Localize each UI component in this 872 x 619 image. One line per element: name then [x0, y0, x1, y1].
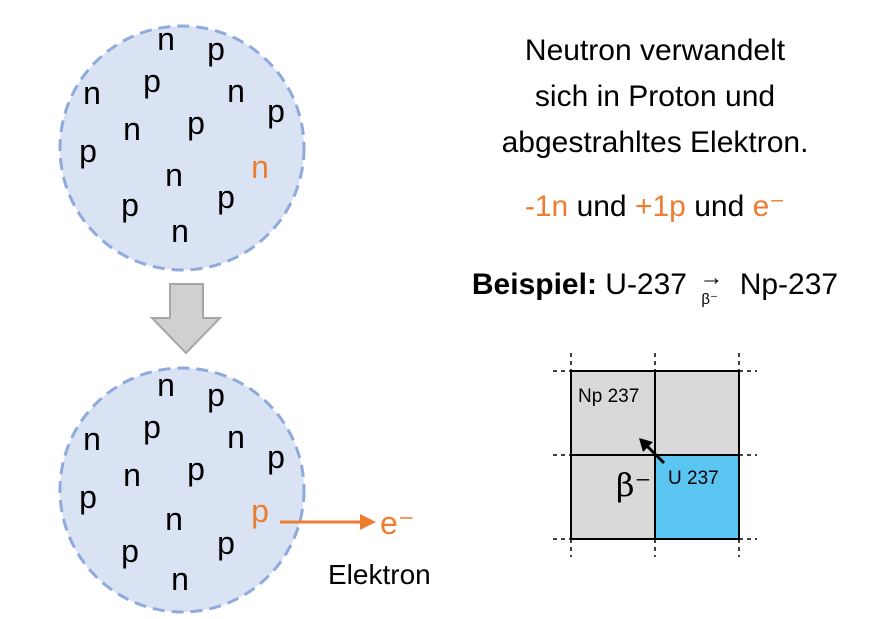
example-arrow-subscript: β⁻ [701, 291, 718, 308]
parent-nuclide-label: U 237 [668, 468, 719, 489]
cell-empty-top-right [654, 370, 740, 456]
after-proton: p [143, 409, 161, 445]
nucleus-before [58, 24, 306, 272]
example-from: U-237 [605, 268, 687, 301]
before-neutron: n [171, 213, 189, 249]
before-neutron: n [165, 157, 183, 193]
change-proton: +1p [634, 190, 686, 223]
example-line: Beispiel: U-237 → β⁻ Np-237 [440, 264, 870, 308]
down-arrow-icon [149, 283, 223, 355]
decay-arrow-line [644, 443, 666, 465]
before-neutron-highlight: n [251, 149, 269, 185]
after-proton-highlight: p [251, 493, 269, 529]
before-proton: p [121, 187, 139, 223]
after-neutron: n [171, 561, 189, 597]
after-proton: p [187, 451, 205, 487]
example-decay-arrow: → β⁻ [695, 264, 731, 308]
after-neutron: n [123, 457, 141, 493]
change-neutron: -1n [524, 190, 569, 223]
before-neutron: n [123, 111, 141, 147]
before-neutron: n [157, 21, 175, 57]
nucleus-after [58, 366, 306, 614]
after-proton: p [217, 525, 235, 561]
after-neutron: n [165, 501, 183, 537]
after-proton: p [121, 533, 139, 569]
example-to: Np-237 [739, 268, 839, 301]
before-proton: p [207, 31, 225, 67]
after-proton: p [267, 439, 285, 475]
example-arrow-icon: → [699, 264, 724, 291]
after-neutron: n [227, 419, 245, 455]
before-neutron: n [227, 73, 245, 109]
change-joiner-2: und [694, 190, 745, 223]
example-label: Beispiel: [471, 268, 597, 301]
nuclide-chart: Np 237 U 237 β⁻ [553, 353, 757, 557]
cell-u237 [654, 454, 740, 540]
description-line-2: sich in Proton und [534, 80, 776, 113]
after-proton: p [207, 377, 225, 413]
before-proton: p [143, 63, 161, 99]
particle-change-line: -1n und +1p und e⁻ [440, 192, 870, 222]
emission-arrow-head [360, 514, 376, 530]
before-neutron: n [83, 75, 101, 111]
before-proton: p [267, 93, 285, 129]
after-neutron: n [157, 367, 175, 403]
description-line-1: Neutron verwandelt [524, 34, 786, 67]
electron-label: Elektron [328, 559, 431, 590]
before-proton: p [217, 179, 235, 215]
before-proton: p [79, 133, 97, 169]
daughter-nuclide-label: Np 237 [578, 386, 639, 407]
after-proton: p [79, 479, 97, 515]
decay-arrow-head [639, 438, 653, 452]
before-proton: p [187, 105, 205, 141]
description-line-3: abgestrahltes Elektron. [501, 126, 809, 159]
change-electron: e⁻ [752, 190, 786, 223]
after-neutron: n [83, 421, 101, 457]
emitted-electron: e⁻ [380, 505, 415, 541]
change-joiner-1: und [576, 190, 627, 223]
decay-symbol: β⁻ [616, 466, 651, 504]
